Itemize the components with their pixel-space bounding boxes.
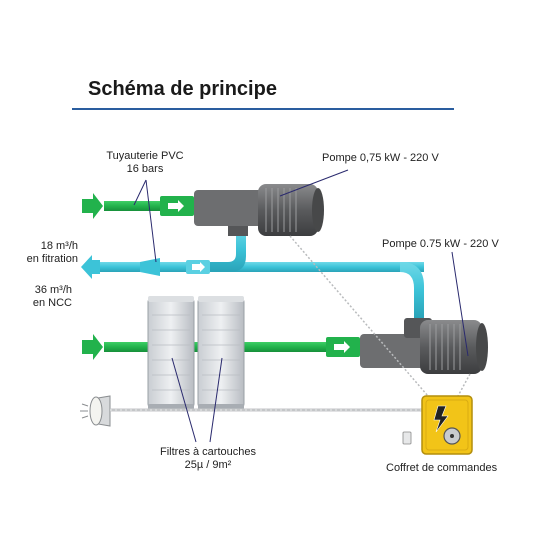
- filter-cartridge-left: [147, 296, 195, 410]
- label-pompe-top: Pompe 0,75 kW - 220 V: [322, 152, 439, 164]
- green-pipe-top: [104, 201, 164, 211]
- cable-pump-top: [289, 235, 429, 397]
- cable-pump-right: [457, 373, 471, 397]
- pump-right: [360, 318, 488, 374]
- switch-icon: [402, 431, 412, 445]
- label-filtres-line1: Filtres à cartouches: [160, 446, 256, 458]
- filter-cartridge-right: [197, 296, 245, 410]
- label-flow-ncc-line1: 36 m³/h: [34, 284, 72, 296]
- lightning-icon: [433, 405, 449, 433]
- leader-filtre-left: [171, 357, 197, 443]
- inlet-arrow-bottom-icon: [82, 334, 103, 360]
- label-flow-filtration-line2: en fitration: [26, 253, 78, 265]
- light-fixture-icon: [80, 395, 111, 427]
- label-pompe-right: Pompe 0.75 kW - 220 V: [382, 238, 499, 250]
- blue-pipe-elbow-right: [400, 262, 424, 318]
- label-filtres-line2: 25µ / 9m²: [184, 459, 232, 471]
- outlet-arrow-icon: [81, 255, 100, 279]
- label-flow-filtration-line1: 18 m³/h: [40, 240, 78, 252]
- control-box: [421, 395, 473, 455]
- leader-pompe-top: [279, 169, 349, 197]
- pump-top: [194, 184, 324, 236]
- label-flow-filtration: 18 m³/h en fitration: [14, 240, 78, 266]
- blue-pipe-reducer: [140, 258, 160, 276]
- inlet-flow-icon: [334, 341, 350, 353]
- blue-pipe-elbow-top: [200, 226, 246, 272]
- diagram-title: Schéma de principe: [88, 78, 277, 100]
- leader-tuyauterie-blue: [145, 179, 157, 263]
- inlet-flow-icon: [168, 200, 184, 212]
- label-tuyauterie-line2: 16 bars: [126, 163, 164, 175]
- leader-tuyauterie-green: [133, 179, 147, 206]
- label-flow-ncc: 36 m³/h en NCC: [14, 284, 72, 310]
- label-tuyauterie-line1: Tuyauterie PVC: [106, 150, 184, 162]
- title-underline: [72, 108, 454, 110]
- flow-direction-icon: [192, 262, 205, 272]
- label-coffret: Coffret de commandes: [386, 462, 498, 474]
- label-tuyauterie: Tuyauterie PVC 16 bars: [100, 150, 190, 176]
- label-filtres: Filtres à cartouches 25µ / 9m²: [146, 446, 270, 472]
- blue-pipe-main: [100, 262, 424, 272]
- leader-pompe-right: [451, 251, 469, 357]
- leader-filtre-right: [209, 357, 223, 443]
- inlet-arrow-top-icon: [82, 193, 103, 219]
- label-flow-ncc-line2: en NCC: [32, 297, 72, 309]
